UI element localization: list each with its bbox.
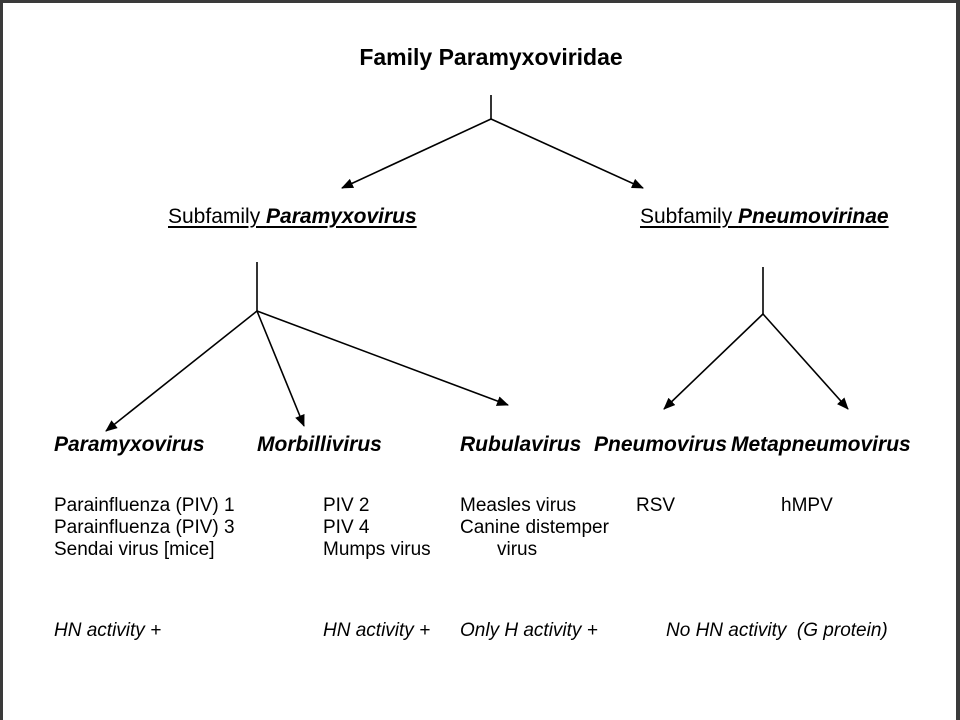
family-title: Family Paramyxoviridae: [359, 44, 623, 70]
arrow-to-genus-metapneumovirus: [762, 313, 849, 410]
subfamily-name: Pneumovirinae: [738, 205, 889, 228]
genus-morbillivirus: Morbillivirus: [257, 433, 382, 456]
genus-paramyxovirus: Paramyxovirus: [54, 433, 205, 456]
member-item: Parainfluenza (PIV) 1: [54, 495, 235, 516]
member-item: PIV 2: [323, 495, 370, 516]
arrow-to-genus-paramyxovirus: [105, 310, 258, 432]
arrow-to-subfamily-pneumovirinae: [490, 118, 644, 189]
subfamily-prefix: Subfamily: [640, 205, 739, 228]
genus-rubulavirus: Rubulavirus: [460, 433, 582, 456]
arrow-to-genus-pneumovirus: [663, 313, 764, 410]
arrow-to-genus-morbillivirus: [256, 310, 305, 427]
subfamily-name: Paramyxovirus: [266, 205, 417, 228]
member-item: Measles virus: [460, 495, 577, 516]
genus-metapneumovirus: Metapneumovirus: [731, 433, 911, 456]
subfamily-pneumovirinae: Subfamily Pneumovirinae: [640, 205, 889, 229]
member-item: Sendai virus [mice]: [54, 539, 215, 560]
slide-border-top: [0, 0, 960, 3]
slide-border-left: [0, 0, 3, 720]
subfamily-prefix: Subfamily: [168, 205, 267, 228]
activity-pneumovirinae-note: (G protein): [796, 620, 888, 641]
member-item: RSV: [636, 495, 676, 516]
activity-paramyxovirus: HN activity +: [54, 620, 162, 641]
activity-rubulavirus: Only H activity +: [460, 620, 598, 641]
member-item: hMPV: [781, 495, 833, 516]
arrow-to-genus-rubulavirus: [256, 310, 509, 406]
activity-pneumovirinae-main: No HN activity: [666, 620, 787, 641]
member-item: virus: [497, 539, 538, 560]
slide-border-right: [956, 0, 960, 720]
member-item: Canine distemper: [460, 517, 609, 538]
activity-morbillivirus: HN activity +: [323, 620, 431, 641]
subfamily-paramyxovirus: Subfamily Paramyxovirus: [168, 205, 417, 229]
member-item: PIV 4: [323, 517, 370, 538]
member-item: Parainfluenza (PIV) 3: [54, 517, 235, 538]
arrow-to-subfamily-paramyxovirus: [341, 118, 492, 189]
genus-pneumovirus: Pneumovirus: [594, 433, 728, 456]
member-item: Mumps virus: [323, 539, 431, 560]
activity-pneumovirinae: No HN activity (G protein): [666, 620, 888, 642]
